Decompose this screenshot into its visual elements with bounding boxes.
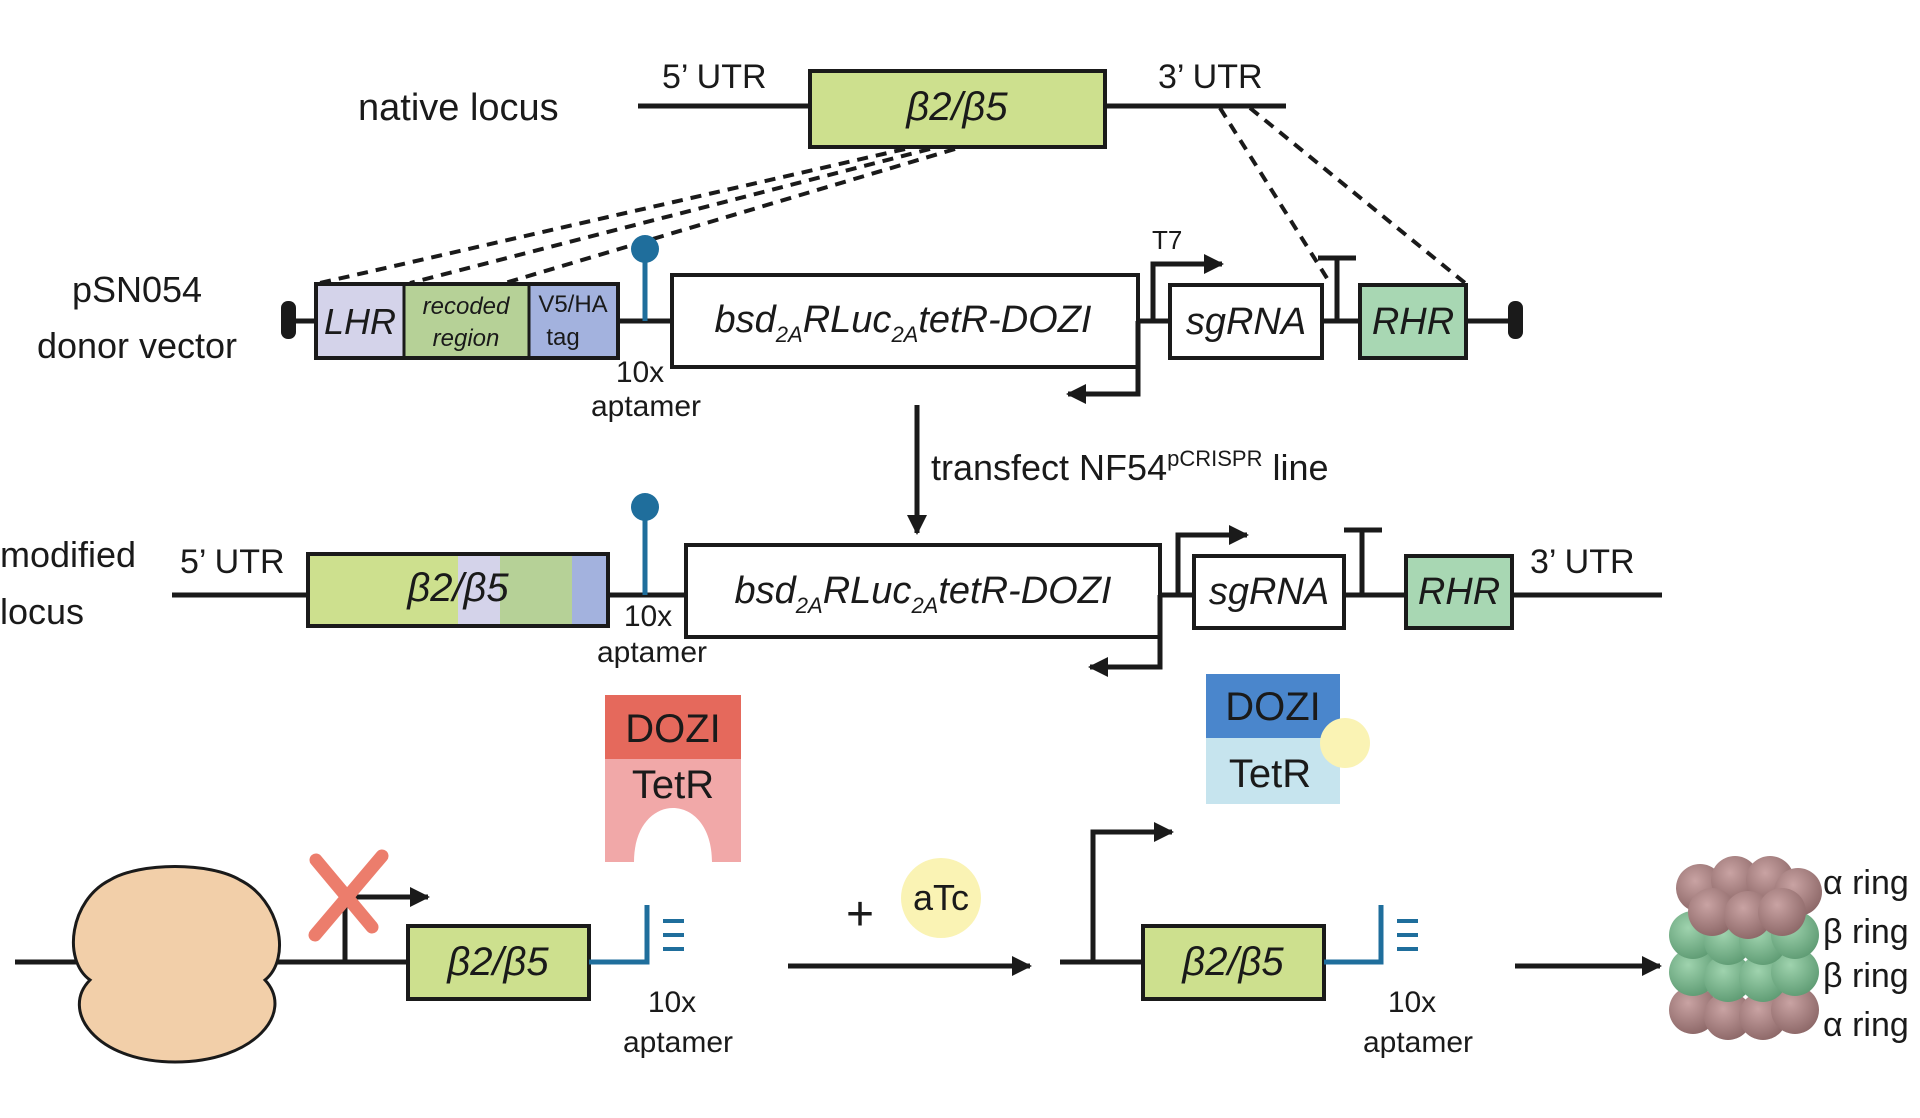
modified-sgrna-label: sgRNA [1209,571,1329,613]
modified-gene-outline [306,552,610,628]
modified-aptamer-line2: aptamer [597,636,707,669]
reverse-promoter-arrow [1088,595,1163,677]
gene-segment [308,554,458,626]
donor-vector: pSN054 donor vector LHR recoded region V… [37,225,1523,423]
left-dozi-label: DOZI [625,707,721,751]
modified-rhr-box [1404,554,1514,630]
bound-atc-circle [1320,718,1370,768]
left-homology-outline [314,282,620,360]
modified-label-line1: modified [0,534,136,575]
atc-step: + aTc [788,858,1032,976]
donor-sgrna-box [1168,283,1324,360]
dozi-red-box [605,695,741,759]
donor-rhr-box [1358,283,1468,360]
left-gene-box [406,924,591,1001]
modified-rhr-label: RHR [1418,571,1500,613]
proteasome: α ring β ring β ring α ring [1515,856,1909,1044]
modified-cassette-box [684,543,1162,639]
donor-aptamer-line2: aptamer [591,390,701,423]
vector-end-cap [1508,301,1523,339]
native-locus: native locus 5’ UTR 3’ UTR β2/β5 [358,58,1286,149]
homology-line [409,147,931,285]
tetr-lightblue-box [1206,738,1340,804]
native-3utr-label: 3’ UTR [1158,58,1263,96]
atc-circle [901,858,981,938]
ring-label: β ring [1823,957,1909,995]
right-aptamer-line1: 10x [1388,986,1436,1019]
lhr-label: LHR [324,301,396,342]
t7-promoter-arrow [1140,254,1224,324]
right-aptamer-line2: aptamer [1363,1026,1473,1059]
modified-locus: modified locus 5’ UTR 3’ UTR β2/β5 10x a… [0,493,1662,677]
tag-segment [572,554,608,626]
ring-label: β ring [1823,913,1909,951]
left-aptamer-hairpin [589,905,650,965]
promoter-arrow [1090,822,1174,962]
dozi-blue-box [1206,674,1340,738]
donor-label-line2: donor vector [37,325,237,366]
donor-cassette-box [670,273,1140,369]
modified-sgrna-box [1192,554,1346,630]
modified-cassette-label: bsd2ARLuc2AtetR-DOZI [735,570,1112,618]
ring-label: α ring [1823,1006,1909,1044]
modified-label-line2: locus [0,591,84,632]
ribosome-icon [71,865,281,1064]
native-locus-label: native locus [358,87,559,129]
left-gene-label: β2/β5 [446,940,549,984]
reverse-promoter-arrow [1066,321,1141,404]
lhr-box [316,284,404,358]
recoded-segment [500,554,572,626]
aptamer-pin-icon [631,235,659,263]
vector-end-cap [281,301,296,339]
plus-sign: + [846,888,874,941]
tag-label-line1: V5/HA [538,291,607,318]
homology-lines [319,106,1467,285]
left-aptamer-line1: 10x [648,986,696,1019]
transfect-step: transfect NF54pCRISPR line [907,405,1329,535]
left-tetr-label: TetR [632,763,714,807]
derepressed-state: β2/β5 10x aptamer DOZI TetR [1060,674,1473,1059]
tag-label-line2: tag [546,324,579,351]
modified-aptamer-line1: 10x [624,600,672,633]
ring-label: α ring [1823,864,1909,902]
recoded-label-line2: region [433,325,500,352]
donor-sgrna-label: sgRNA [1186,301,1306,343]
right-gene-box [1141,924,1326,1001]
transfect-label: transfect NF54pCRISPR line [931,446,1329,488]
left-aptamer-line2: aptamer [623,1026,733,1059]
aptamer-pin-icon [631,493,659,521]
lhr-segment [458,554,500,626]
right-gene-label: β2/β5 [1181,940,1284,984]
right-tetr-label: TetR [1229,752,1311,796]
repressed-state: β2/β5 DOZI TetR 10x aptamer [15,695,741,1064]
homology-line [319,147,906,285]
native-5utr-label: 5’ UTR [662,58,767,96]
modified-5utr-label: 5’ UTR [180,543,285,581]
modified-gene-label: β2/β5 [406,566,509,610]
t7-promoter-arrow [1162,525,1249,598]
right-aptamer-hairpin [1324,905,1384,965]
right-dozi-label: DOZI [1225,685,1321,729]
proteasome-icon [1669,856,1822,1040]
native-gene-label: β2/β5 [905,85,1008,129]
donor-rhr-label: RHR [1372,301,1454,343]
recoded-region-box [404,284,529,358]
homology-line [504,147,956,285]
modified-3utr-label: 3’ UTR [1530,543,1635,581]
donor-cassette-label: bsd2ARLuc2AtetR-DOZI [715,299,1092,347]
donor-label-line1: pSN054 [72,269,202,310]
homology-line [1218,106,1332,285]
recoded-label-line1: recoded [423,293,510,320]
atc-label: aTc [913,877,969,918]
tag-box [529,284,618,358]
native-gene-box [808,69,1107,149]
donor-aptamer-line1: 10x [616,356,664,389]
t7-label: T7 [1152,225,1182,255]
block-x-icon [309,853,379,934]
homology-line [1248,106,1467,285]
